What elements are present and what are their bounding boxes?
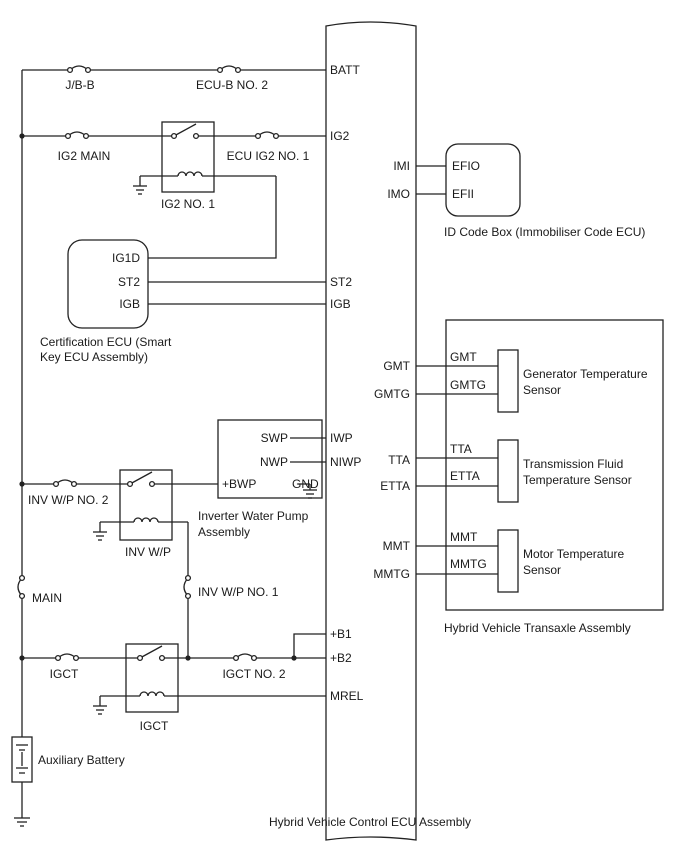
batt-line xyxy=(22,65,326,74)
pin-b2: +B2 xyxy=(330,651,352,665)
pin-st2: ST2 xyxy=(330,275,352,289)
motor-sensor-label-1: Motor Temperature xyxy=(523,547,624,561)
water-pump-caption-1: Inverter Water Pump xyxy=(198,509,309,523)
tx-pin-etta: ETTA xyxy=(450,469,480,483)
certification-ecu-box xyxy=(67,239,149,329)
pin-gmt: GMT xyxy=(383,359,410,373)
ecu-caption: Hybrid Vehicle Control ECU Assembly xyxy=(269,815,471,829)
wp-pin-swp: SWP xyxy=(261,431,288,445)
relay-inv-wp-label: INV W/P xyxy=(125,545,171,559)
tx-pin-mmt: MMT xyxy=(450,530,478,544)
pin-gmtg: GMTG xyxy=(374,387,410,401)
tx-pin-gmtg: GMTG xyxy=(450,378,486,392)
id-pin-efii: EFII xyxy=(452,187,474,201)
relay-inv-wp-box xyxy=(119,469,173,541)
pin-b1: +B1 xyxy=(330,627,352,641)
pin-mmtg: MMTG xyxy=(373,567,410,581)
hv-ecu-body xyxy=(325,21,417,841)
fuse-inv-wp2-label: INV W/P NO. 2 xyxy=(28,493,109,507)
pin-niwp: NIWP xyxy=(330,455,361,469)
water-pump-caption-2: Assembly xyxy=(198,525,250,539)
cert-pin-igb: IGB xyxy=(119,297,140,311)
fuse-jb-b-label: J/B-B xyxy=(65,78,94,92)
pin-iwp: IWP xyxy=(330,431,353,445)
fuse-ecu-ig2-label: ECU IG2 NO. 1 xyxy=(227,149,310,163)
ig1d-wire xyxy=(148,176,277,259)
pin-imo: IMO xyxy=(387,187,410,201)
pin-ig2: IG2 xyxy=(330,129,350,143)
relay-igct-coil xyxy=(93,691,326,715)
main-bus xyxy=(19,70,25,818)
relay-ig2-box xyxy=(161,121,215,193)
fuse-ecu-b2-label: ECU-B NO. 2 xyxy=(196,78,268,92)
wp-pin-bwp: +BWP xyxy=(222,477,256,491)
fuse-ig2-main-label: IG2 MAIN xyxy=(58,149,111,163)
relay-ig2-label: IG2 NO. 1 xyxy=(161,197,215,211)
wp-gnd-symbol xyxy=(298,483,317,499)
generator-sensor-label-2: Sensor xyxy=(523,383,561,397)
certification-ecu-caption-2: Key ECU Assembly) xyxy=(40,350,148,364)
transaxle-box xyxy=(445,319,664,611)
fuse-igct2-label: IGCT NO. 2 xyxy=(222,667,285,681)
transmission-sensor-label-2: Temperature Sensor xyxy=(523,473,632,487)
wp-pin-nwp: NWP xyxy=(260,455,288,469)
pin-mmt: MMT xyxy=(383,539,411,553)
pin-tta: TTA xyxy=(388,453,410,467)
pin-imi: IMI xyxy=(393,159,410,173)
transmission-sensor-label-1: Transmission Fluid xyxy=(523,457,623,471)
igct-line xyxy=(22,633,326,662)
water-pump-box xyxy=(217,419,323,499)
tx-pin-mmtg: MMTG xyxy=(450,557,487,571)
tx-pin-gmt: GMT xyxy=(450,350,477,364)
tx-pin-tta: TTA xyxy=(450,442,472,456)
cert-pin-st2: ST2 xyxy=(118,275,140,289)
main-fuse xyxy=(17,574,26,614)
fuse-igct-label: IGCT xyxy=(50,667,79,681)
certification-ecu-caption-1: Certification ECU (Smart xyxy=(40,335,172,349)
generator-sensor-label-1: Generator Temperature xyxy=(523,367,648,381)
fuse-main-label: MAIN xyxy=(32,591,62,605)
id-code-box xyxy=(445,143,521,217)
relay-igct-label: IGCT xyxy=(140,719,169,733)
generator-sensor-block xyxy=(497,349,519,413)
transmission-sensor-block xyxy=(497,439,519,503)
cert-pin-ig1d: IG1D xyxy=(112,251,140,265)
ig2-line xyxy=(22,123,326,140)
battery-label: Auxiliary Battery xyxy=(38,753,125,767)
id-box-caption: ID Code Box (Immobiliser Code ECU) xyxy=(444,225,645,239)
transaxle-caption: Hybrid Vehicle Transaxle Assembly xyxy=(444,621,631,635)
motor-sensor-label-2: Sensor xyxy=(523,563,561,577)
relay-inv-wp-coil xyxy=(93,517,188,541)
relay-ig2-coil xyxy=(133,171,276,195)
id-pin-efio: EFIO xyxy=(452,159,480,173)
battery-ground-symbol xyxy=(14,817,30,827)
pin-batt: BATT xyxy=(330,63,360,77)
relay-igct-box xyxy=(125,643,179,713)
motor-sensor-block xyxy=(497,529,519,593)
fuse-inv-wp1-label: INV W/P NO. 1 xyxy=(198,585,279,599)
inv-wp1-line xyxy=(183,522,192,661)
pin-etta: ETTA xyxy=(380,479,410,493)
inv-wp-line xyxy=(22,471,218,488)
battery-icon xyxy=(11,736,33,783)
pin-igb: IGB xyxy=(330,297,351,311)
pin-mrel: MREL xyxy=(330,689,364,703)
